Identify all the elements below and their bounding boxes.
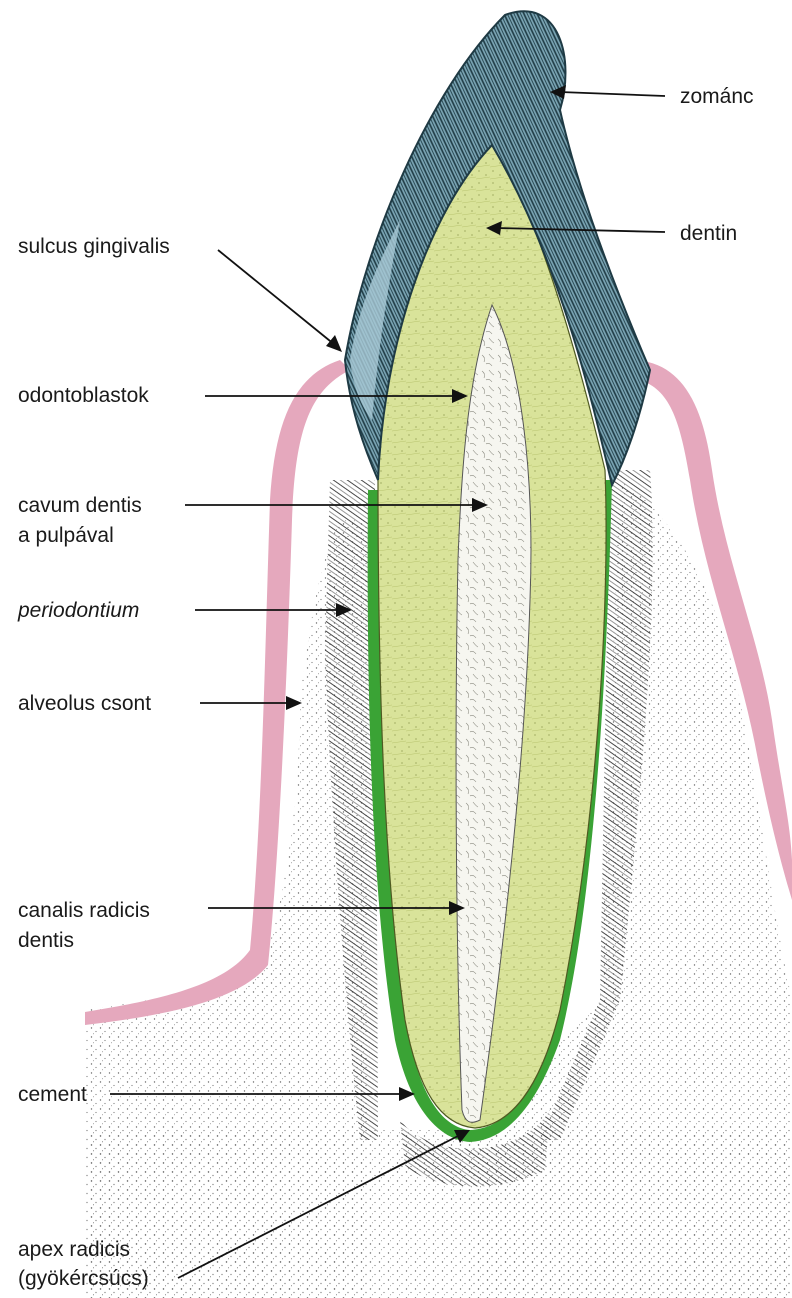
leader-sulcus [218, 250, 342, 352]
label-cement: cement [18, 1083, 87, 1106]
leader-alveolus [200, 696, 302, 710]
label-periodontium: periodontium [17, 599, 139, 622]
label-zomanc: zománc [680, 85, 754, 108]
label-alveolus-csont: alveolus csont [18, 692, 151, 715]
label-odontoblastok: odontoblastok [18, 384, 149, 407]
label-canalis-line2: dentis [18, 929, 74, 952]
label-apex-line1: apex radicis [18, 1238, 130, 1261]
leader-zomanc [550, 85, 665, 99]
label-dentin: dentin [680, 222, 737, 245]
label-cavum-line2: a pulpával [18, 524, 114, 547]
label-apex-line2: (gyökércsúcs) [18, 1267, 149, 1290]
label-cavum-line1: cavum dentis [18, 494, 142, 517]
label-canalis-line1: canalis radicis [18, 899, 150, 922]
label-sulcus-gingivalis: sulcus gingivalis [18, 235, 170, 258]
